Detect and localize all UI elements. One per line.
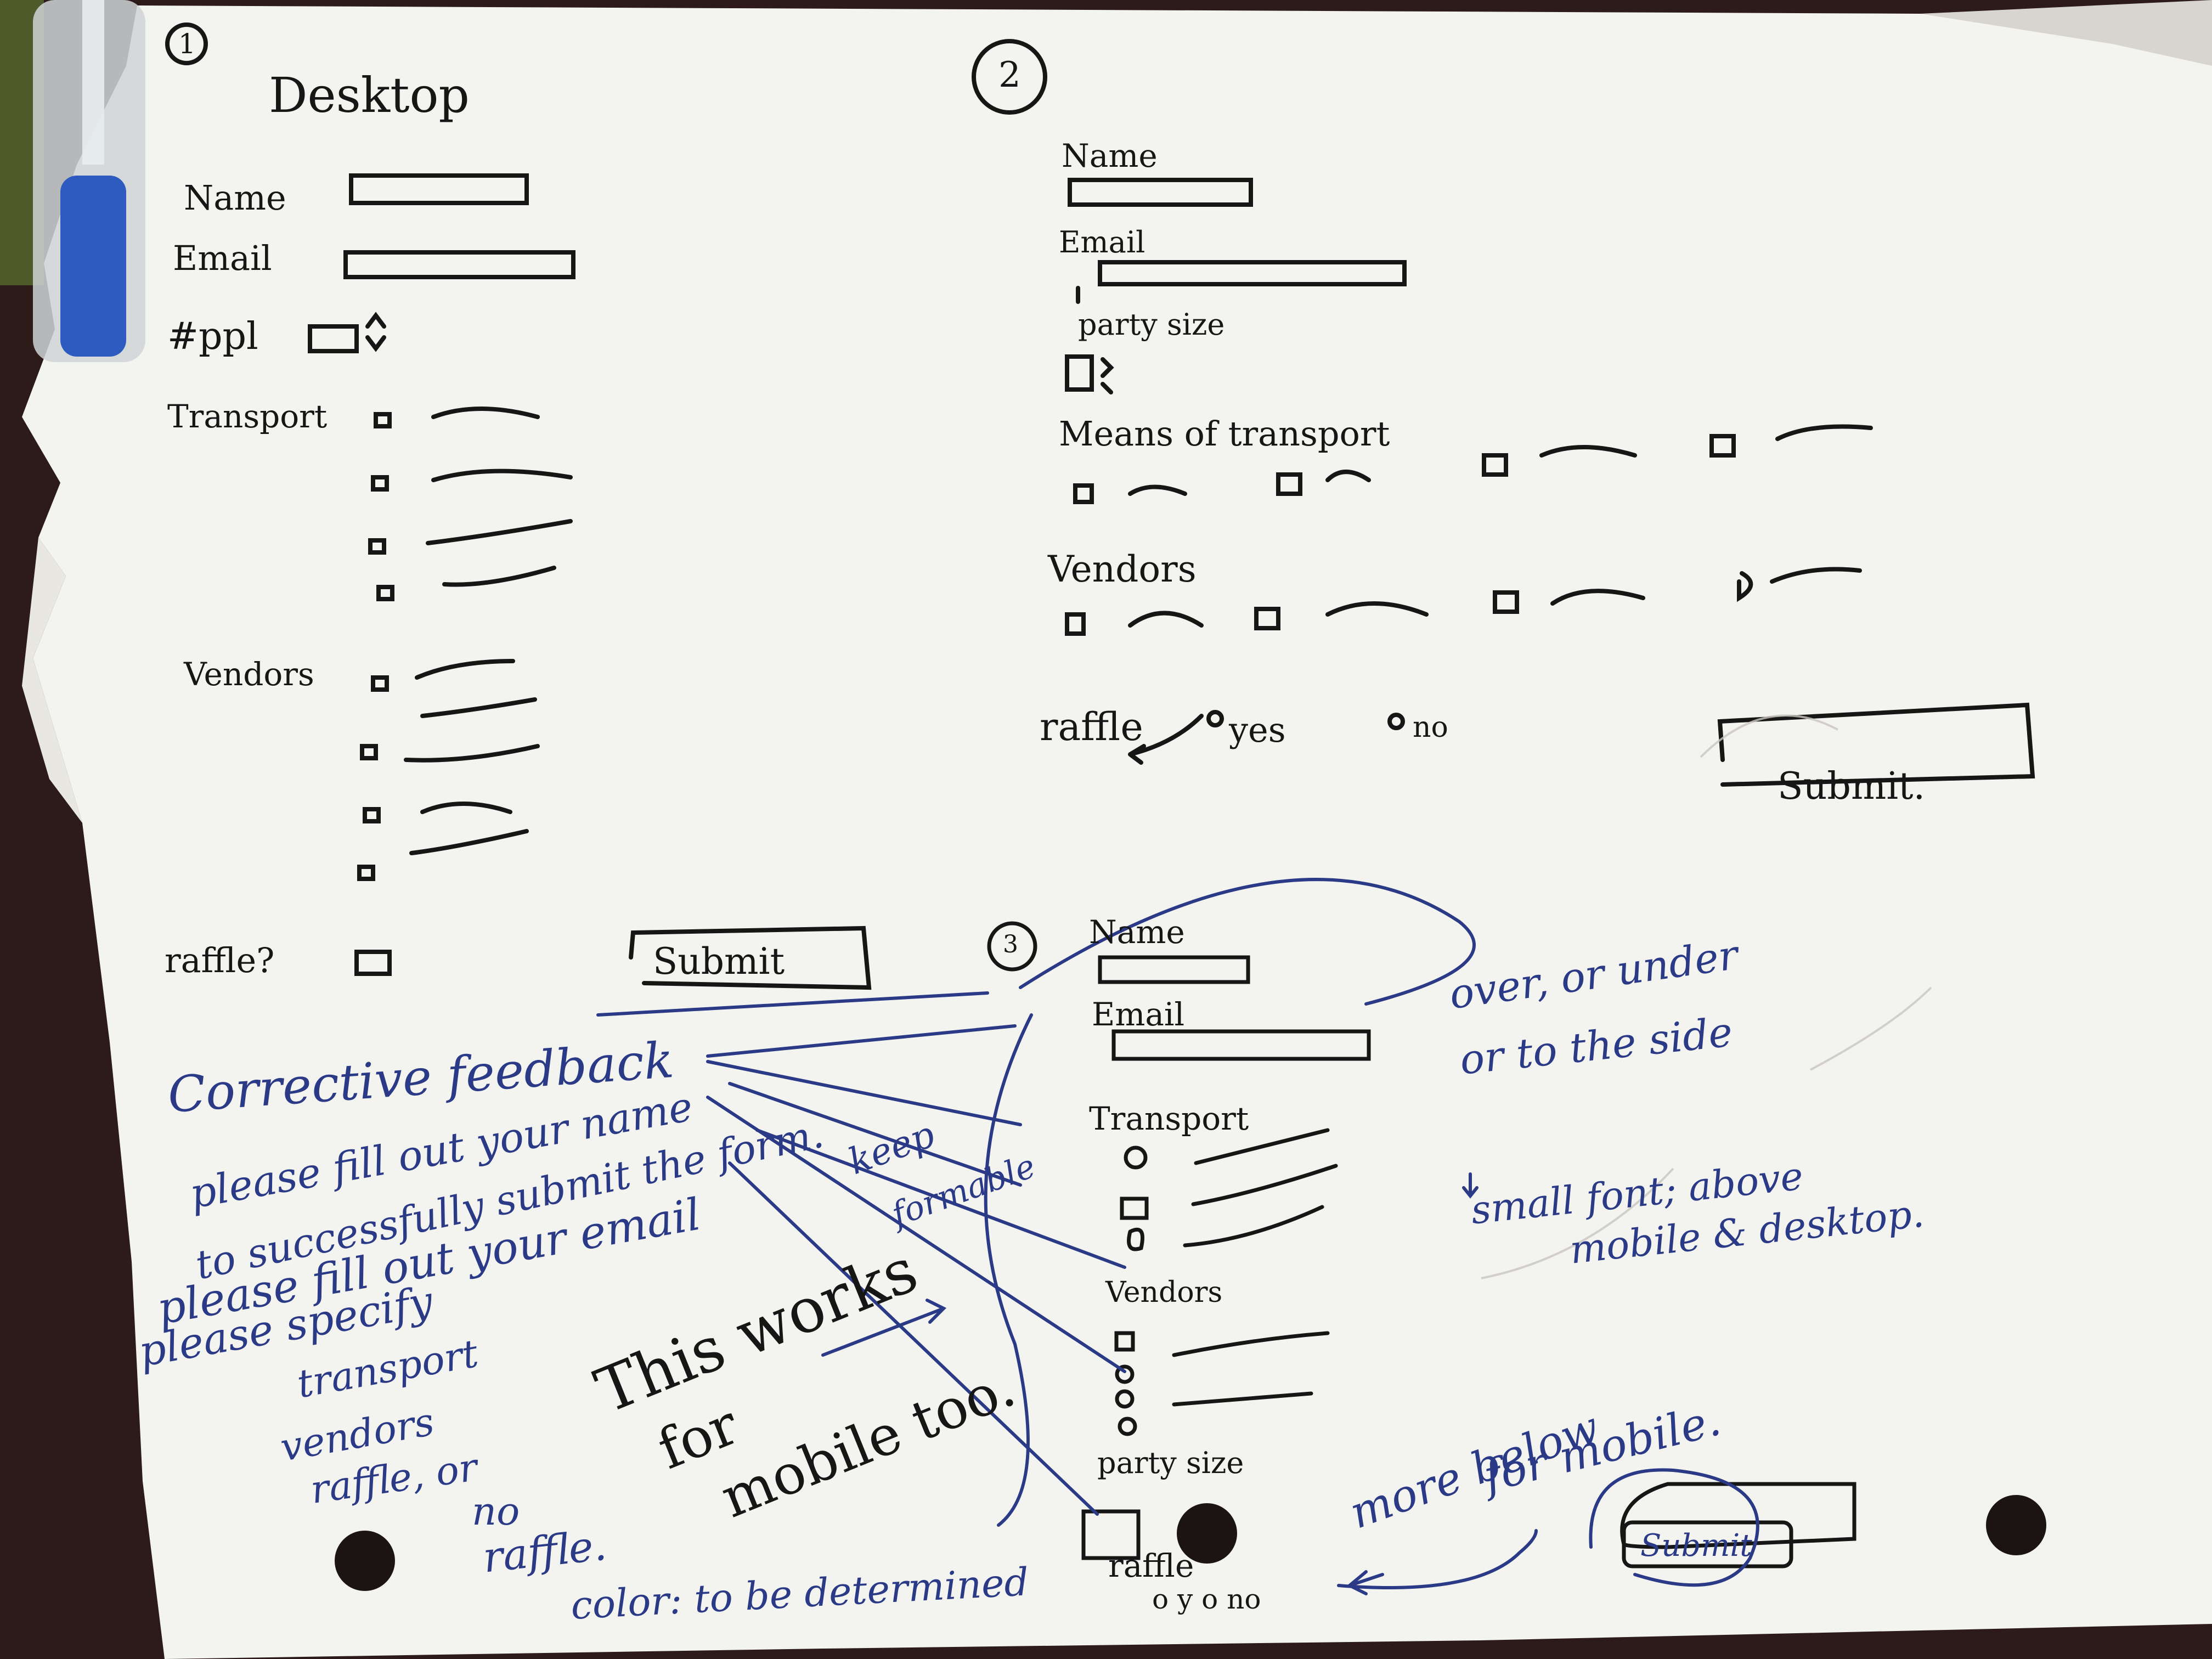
section2-transport-label: Means of transport [1059, 414, 1390, 454]
feedback-item-no: no [472, 1489, 520, 1534]
pen [33, 0, 145, 362]
section3-raffle-options: o y o no [1152, 1583, 1261, 1615]
section1-vendors-label: Vendors [184, 656, 314, 693]
section3-email-label: Email [1092, 996, 1185, 1033]
section3-vendors-label: Vendors [1105, 1276, 1223, 1309]
section2-submit-label: Submit. [1778, 765, 1926, 808]
punch-hole [1986, 1495, 2046, 1555]
section3-submit-label: Submit [1640, 1528, 1752, 1564]
section2-raffle-yes: yes [1229, 710, 1286, 750]
section2-raffle-label: raffle [1040, 704, 1143, 749]
section3-number: 3 [1003, 930, 1018, 958]
section2-name-label: Name [1062, 137, 1158, 174]
section3-raffle-label: raffle [1108, 1547, 1194, 1584]
section3-transport-label: Transport [1089, 1100, 1249, 1137]
section1-sketch [165, 22, 872, 990]
paper-sheet [22, 5, 2212, 1659]
torn-edge [22, 538, 82, 823]
section1-submit-label: Submit [653, 940, 785, 983]
punch-hole [335, 1531, 395, 1591]
punch-hole [1177, 1503, 1237, 1564]
blue-annotations [596, 878, 1759, 1595]
section1-transport-label: Transport [167, 398, 328, 435]
section2-number: 2 [998, 55, 1021, 95]
section1-email-label: Email [173, 238, 272, 278]
section2-email-label: Email [1059, 225, 1146, 259]
section2-party-size-label: party size [1078, 307, 1225, 342]
section1-number: 1 [178, 28, 196, 60]
section3-sketch [987, 921, 1857, 1568]
section1-raffle-label: raffle? [165, 940, 275, 980]
section1-name-label: Name [184, 178, 286, 218]
section1-people-label: #ppl [167, 315, 258, 358]
section2-raffle-no: no [1413, 711, 1448, 744]
section3-name-label: Name [1089, 913, 1185, 951]
pencil-sketch [1481, 714, 1932, 1279]
feedback-item-raffle: raffle. [480, 1520, 609, 1582]
paper-shadow [1920, 0, 2212, 66]
section2-sketch [972, 39, 2035, 787]
section2-vendors-label: Vendors [1048, 548, 1197, 590]
section1-title: Desktop [269, 67, 470, 123]
section3-party-size-label: party size [1097, 1446, 1244, 1480]
